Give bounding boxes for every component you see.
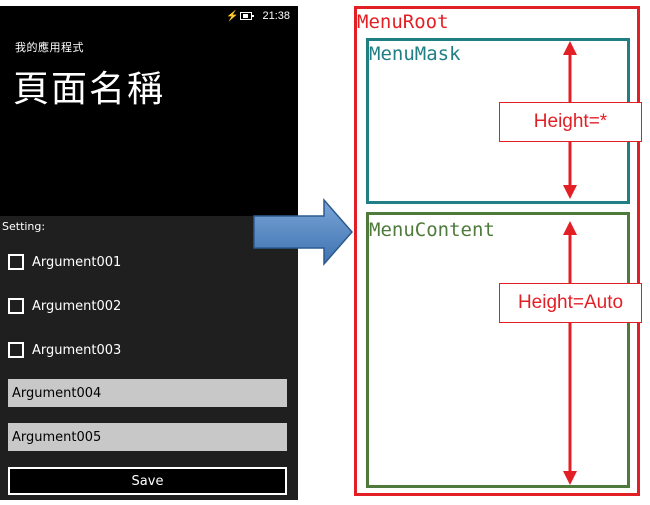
menu-panel: Setting: Argument001 Argument002 Argumen… xyxy=(0,216,298,500)
argument004-input[interactable] xyxy=(8,379,287,407)
content-height-label: Height=Auto xyxy=(499,283,642,323)
checkbox-square[interactable] xyxy=(8,298,24,314)
phone-screenshot: ⚡ 21:38 我的應用程式 頁面名稱 Setting: Argument001… xyxy=(0,6,298,500)
setting-label: Setting: xyxy=(2,220,46,233)
page-title: 頁面名稱 xyxy=(13,69,166,110)
battery-icon xyxy=(240,12,255,20)
mask-height-label: Height=* xyxy=(499,102,642,142)
checkbox-argument001[interactable]: Argument001 xyxy=(8,252,121,272)
menu-root-box xyxy=(354,6,640,496)
checkbox-label: Argument002 xyxy=(32,298,122,314)
checkbox-square[interactable] xyxy=(8,342,24,358)
menu-content-label: MenuContent xyxy=(369,219,495,241)
checkbox-argument002[interactable]: Argument002 xyxy=(8,296,121,316)
checkbox-argument003[interactable]: Argument003 xyxy=(8,340,121,360)
menu-root-label: MenuRoot xyxy=(357,11,449,33)
save-button[interactable]: Save xyxy=(8,467,287,495)
arrow-shape xyxy=(253,198,353,266)
transition-arrow-icon xyxy=(253,198,353,266)
status-time: 21:38 xyxy=(262,10,290,22)
argument005-input[interactable] xyxy=(8,423,287,451)
checkbox-label: Argument003 xyxy=(32,342,122,358)
checkbox-square[interactable] xyxy=(8,254,24,270)
menu-mask-label: MenuMask xyxy=(369,43,461,65)
status-bar: ⚡ 21:38 xyxy=(226,8,290,24)
menu-content-box xyxy=(366,212,630,488)
plug-icon: ⚡ xyxy=(226,10,239,22)
app-title: 我的應用程式 xyxy=(15,41,84,54)
checkbox-label: Argument001 xyxy=(32,254,122,270)
